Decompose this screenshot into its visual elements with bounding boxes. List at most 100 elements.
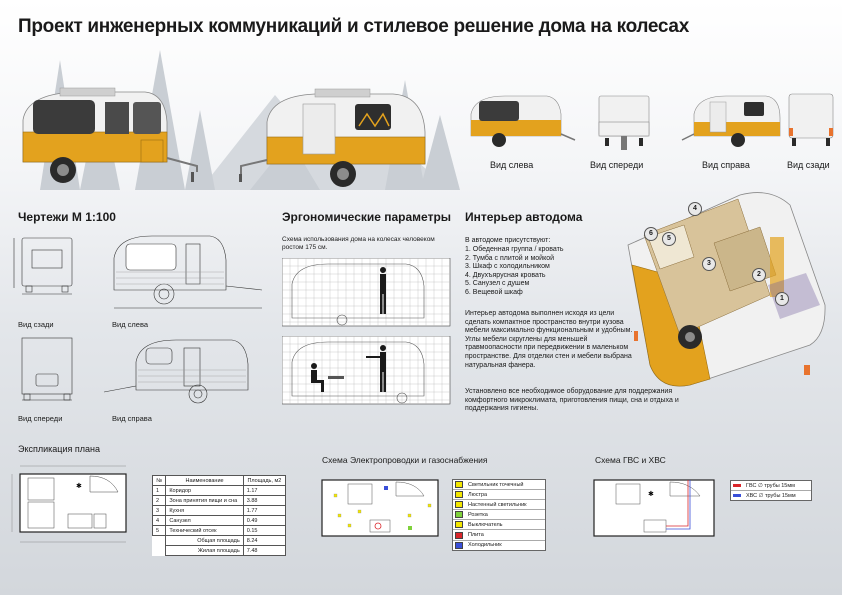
list-item: 6. Вещевой шкаф bbox=[465, 288, 523, 296]
interior-intro: В автодоме присутствуют: bbox=[465, 237, 551, 244]
table-cell: Коридор bbox=[165, 485, 244, 496]
electro-header: Схема Электропроводки и газоснабжения bbox=[322, 455, 488, 465]
thumb-right-view bbox=[681, 95, 781, 147]
table-cell: 2 bbox=[151, 495, 167, 506]
living-value: 7.48 bbox=[242, 545, 287, 556]
column-header: Наименование bbox=[165, 475, 244, 486]
table-cell: 4 bbox=[151, 515, 167, 526]
legend-item: ХВС ∅ трубы 15мм bbox=[731, 491, 811, 500]
list-item: 1. Обеденная группа / кровать bbox=[465, 246, 564, 253]
ergonomics-caption: Схема использования дома на колесах чело… bbox=[282, 236, 435, 252]
interior-badge-1: 1 bbox=[775, 292, 789, 306]
table-cell: Кухня bbox=[165, 505, 244, 516]
legend-swatch bbox=[455, 531, 463, 539]
list-item: 3. Шкаф с холодильником bbox=[465, 263, 550, 271]
living-label: Жилая площадь bbox=[165, 545, 244, 556]
drawing-label-front: Вид спереди bbox=[18, 414, 63, 423]
list-item: 4. Двухъярусная кровать bbox=[465, 271, 546, 279]
explication-header: Экспликация плана bbox=[18, 444, 100, 454]
water-header: Схема ГВС и ХВС bbox=[595, 455, 666, 465]
legend-item: ГВС ∅ трубы 15мм bbox=[731, 481, 811, 492]
floor-plan-drawing: ✱ bbox=[11, 465, 127, 543]
trailer-render-right bbox=[239, 88, 426, 187]
table-row: 3 Кухня 1.77 bbox=[151, 505, 287, 516]
list-item: 2. Тумба с плитой и мойкой bbox=[465, 254, 555, 262]
drawing-label-left: Вид слева bbox=[112, 320, 149, 329]
interior-header: Интерьер автодома bbox=[465, 210, 583, 224]
list-item: 5. Санузел с душем bbox=[465, 280, 530, 288]
view-label-front: Вид спереди bbox=[590, 160, 644, 170]
legend-item: Выключатель bbox=[453, 520, 545, 531]
interior-paragraph-1: Интерьер автодома выполнен исходя из цел… bbox=[465, 310, 633, 369]
drawings-header: Чертежи М 1:100 bbox=[18, 210, 116, 224]
person-standing-icon bbox=[380, 267, 386, 314]
table-cell: 5 bbox=[151, 525, 167, 536]
view-label-rear: Вид сзади bbox=[787, 160, 830, 170]
table-cell: 1.77 bbox=[242, 505, 287, 516]
column-header: № bbox=[151, 475, 167, 486]
ergonomics-grid-seated bbox=[282, 336, 451, 405]
interior-paragraph-2: Установлено все необходимое оборудование… bbox=[465, 388, 679, 413]
interior-badge-4: 4 bbox=[688, 202, 702, 216]
ergonomics-header: Эргономические параметры bbox=[282, 210, 452, 224]
thumb-front-view bbox=[598, 95, 650, 150]
interior-badge-6: 6 bbox=[644, 227, 658, 241]
legend-swatch bbox=[455, 501, 463, 509]
legend-swatch bbox=[455, 491, 463, 499]
column-header: Площадь, м2 bbox=[242, 475, 287, 486]
snowflake-icon: ✱ bbox=[76, 482, 82, 490]
ergonomics-grid-standing bbox=[282, 258, 451, 327]
mountain-shape bbox=[200, 95, 450, 190]
explication-table: № Наименование Площадь, м2 1 Коридор 1.1… bbox=[151, 475, 287, 556]
legend-item: Холодильник bbox=[453, 541, 545, 550]
interior-badge-2: 2 bbox=[752, 268, 766, 282]
legend-item: Настенный светильник bbox=[453, 500, 545, 511]
interior-list: 1. Обеденная группа / кровать 2. Тумба с… bbox=[465, 246, 564, 298]
view-label-right: Вид справа bbox=[702, 160, 750, 170]
table-cell: 1 bbox=[151, 485, 167, 496]
mountain-shape bbox=[250, 140, 320, 190]
page-title: Проект инженерных коммуникаций и стилево… bbox=[18, 16, 689, 37]
thumb-rear-view bbox=[788, 93, 834, 146]
water-legend: ГВС ∅ трубы 15мм ХВС ∅ трубы 15мм bbox=[730, 480, 812, 502]
table-row: 5 Технический отсек 0.15 bbox=[151, 525, 287, 536]
table-row-total: Общая площадь 8.24 bbox=[153, 535, 287, 546]
legend-swatch bbox=[455, 511, 463, 519]
total-label: Общая площадь bbox=[165, 535, 244, 546]
table-cell: 1.17 bbox=[242, 485, 287, 496]
snowflake-icon: ✱ bbox=[648, 490, 654, 498]
drawing-rear-view bbox=[13, 237, 73, 295]
total-value: 8.24 bbox=[242, 535, 287, 546]
view-label-left: Вид слева bbox=[490, 160, 534, 170]
drawing-right-view bbox=[103, 339, 249, 404]
table-row: 2 Зона принятия пищи и сна 3.88 bbox=[151, 495, 287, 506]
person-seated-icon bbox=[311, 363, 324, 392]
table-cell: 0.15 bbox=[242, 525, 287, 536]
drawing-left-view bbox=[113, 235, 263, 309]
table-row: 4 Санузел 0.49 bbox=[151, 515, 287, 526]
trailer-render-left bbox=[22, 87, 198, 183]
electro-legend: Светильник точечный Люстра Настенный све… bbox=[452, 479, 546, 551]
table-cell: Санузел bbox=[165, 515, 244, 526]
table-cell: 0.49 bbox=[242, 515, 287, 526]
table-cell: Технический отсек bbox=[165, 525, 244, 536]
drawing-label-rear: Вид сзади bbox=[18, 320, 54, 329]
legend-swatch bbox=[455, 541, 463, 549]
person-standing-icon bbox=[366, 345, 386, 392]
drawing-label-right: Вид справа bbox=[112, 414, 152, 423]
legend-item: Светильник точечный bbox=[453, 480, 545, 491]
interior-badge-5: 5 bbox=[662, 232, 676, 246]
water-plan-drawing: ✱ bbox=[593, 479, 715, 537]
legend-swatch bbox=[733, 483, 741, 488]
table-cell: 3 bbox=[151, 505, 167, 516]
legend-swatch bbox=[455, 481, 463, 489]
electro-plan-drawing bbox=[321, 479, 439, 537]
drawing-front-view bbox=[21, 337, 73, 401]
legend-item: Плита bbox=[453, 530, 545, 541]
table-row-living: Жилая площадь 7.48 bbox=[153, 545, 287, 556]
legend-swatch bbox=[733, 493, 741, 498]
legend-item: Люстра bbox=[453, 490, 545, 501]
legend-swatch bbox=[455, 521, 463, 529]
table-row: 1 Коридор 1.17 bbox=[151, 485, 287, 496]
table-cell: Зона принятия пищи и сна bbox=[165, 495, 244, 506]
